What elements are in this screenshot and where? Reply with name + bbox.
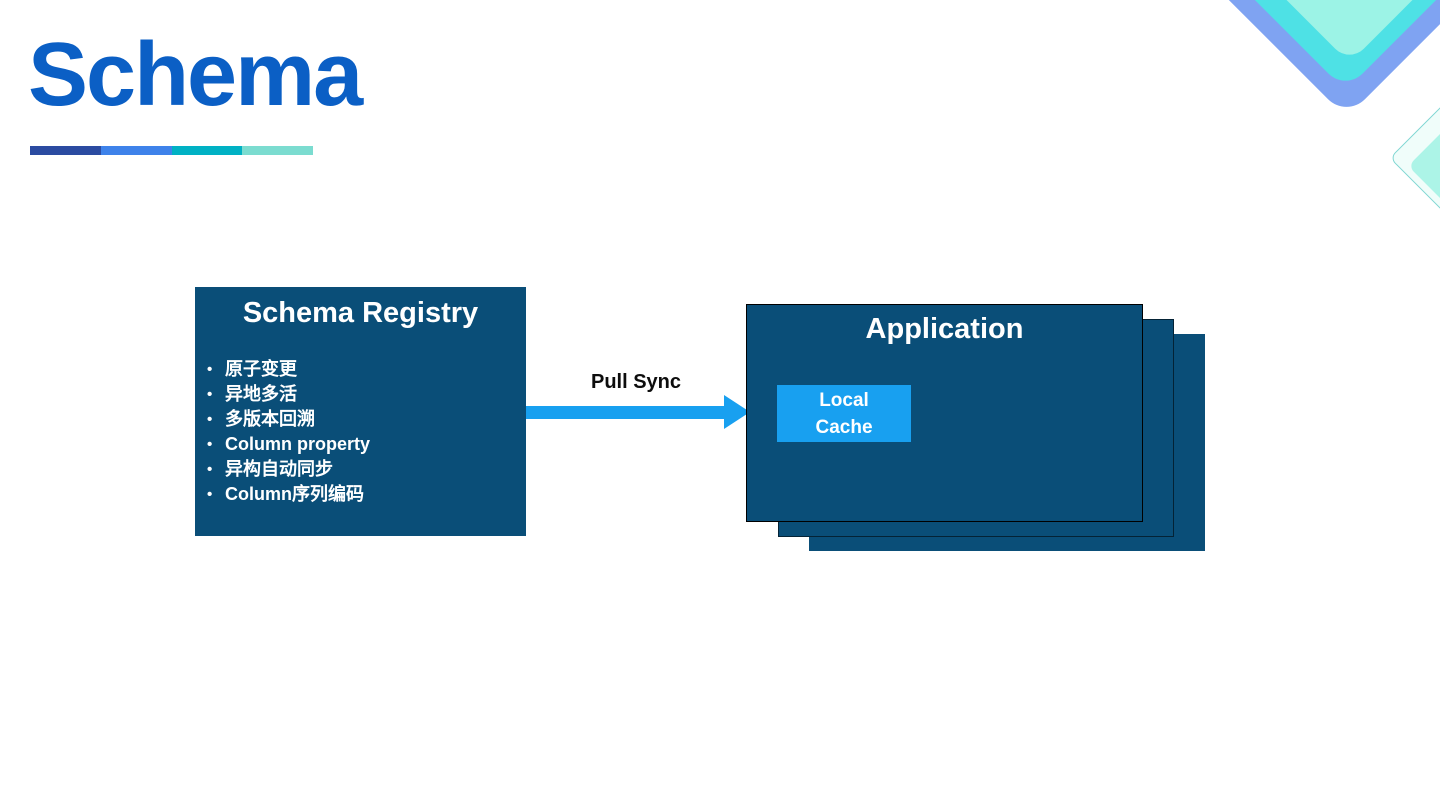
schema-registry-bullet-list: 原子变更 异地多活 多版本回溯 Column property 异构自动同步 C…: [195, 357, 526, 507]
registry-bullet: 异构自动同步: [195, 457, 526, 482]
sync-arrow-head-icon: [724, 395, 750, 429]
schema-registry-box: Schema Registry 原子变更 异地多活 多版本回溯 Column p…: [195, 287, 526, 536]
accent-segment-3: [171, 146, 243, 155]
page-title: Schema: [28, 25, 363, 125]
registry-bullet: 原子变更: [195, 357, 526, 382]
accent-segment-2: [100, 146, 172, 155]
accent-segment-1: [30, 146, 101, 155]
registry-bullet: Column序列编码: [195, 482, 526, 507]
application-box-front: Application Local Cache: [746, 304, 1143, 522]
pull-sync-label: Pull Sync: [590, 371, 682, 393]
application-title: Application: [865, 313, 1024, 345]
local-cache-box: Local Cache: [777, 385, 911, 442]
registry-bullet: 多版本回溯: [195, 407, 526, 432]
local-cache-label: Local Cache: [815, 389, 873, 438]
registry-bullet: 异地多活: [195, 382, 526, 407]
registry-bullet: Column property: [195, 432, 526, 457]
title-accent-bar: [30, 146, 313, 155]
sync-arrow-body: [526, 406, 724, 419]
schema-registry-title: Schema Registry: [242, 297, 479, 329]
accent-segment-4: [242, 146, 313, 155]
